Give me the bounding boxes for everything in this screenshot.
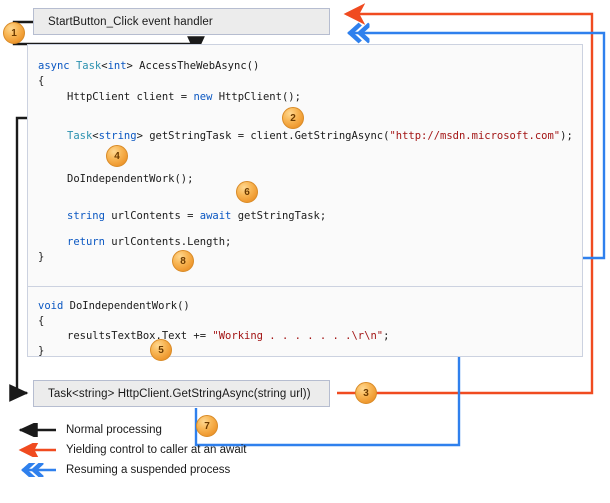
- step-marker-7: 7: [196, 415, 218, 437]
- access-the-web-async-line-l8: }: [38, 251, 45, 263]
- start-button-click-handler-label: StartButton_Click event handler: [48, 15, 213, 28]
- access-the-web-async-line-l7: return urlContents.Length;: [67, 236, 232, 248]
- legend-item-normal: Normal processing: [8, 422, 162, 438]
- access-the-web-async-line-l5: DoIndependentWork();: [67, 173, 194, 185]
- wire-3-yield-to-caller: [337, 3, 594, 395]
- legend-label-normal: Normal processing: [66, 424, 162, 436]
- step-marker-4: 4: [106, 145, 128, 167]
- legend-item-resume: Resuming a suspended process: [8, 462, 230, 478]
- legend-arrow-black-icon: [18, 423, 56, 437]
- access-the-web-async-line-l6: string urlContents = await getStringTask…: [67, 210, 327, 222]
- access-the-web-async-line-l2: {: [38, 75, 45, 87]
- get-string-async-label: Task<string> HttpClient.GetStringAsync(s…: [48, 387, 311, 400]
- access-the-web-async-line-l1: async Task<int> AccessTheWebAsync(): [38, 60, 260, 72]
- legend-label-resume: Resuming a suspended process: [66, 464, 231, 476]
- do-independent-work-line-m4: }: [38, 345, 45, 357]
- step-marker-5: 5: [150, 339, 172, 361]
- legend-arrow-orange-icon: [18, 443, 56, 457]
- step-marker-2: 2: [282, 107, 304, 129]
- do-independent-work-line-m1: void DoIndependentWork(): [38, 300, 190, 312]
- legend-label-yield: Yielding control to caller at an await: [66, 444, 247, 456]
- get-string-async-box[interactable]: Task<string> HttpClient.GetStringAsync(s…: [33, 380, 330, 407]
- step-marker-3: 3: [355, 382, 377, 404]
- do-independent-work-line-m3: resultsTextBox.Text += "Working . . . . …: [67, 330, 390, 342]
- legend-arrow-blue-icon: [8, 463, 56, 477]
- step-marker-8: 8: [172, 250, 194, 272]
- do-independent-work-code-panel: [27, 286, 583, 357]
- legend-item-yield: Yielding control to caller at an await: [8, 442, 246, 458]
- access-the-web-async-line-l3: HttpClient client = new HttpClient();: [67, 91, 301, 103]
- access-the-web-async-line-l4: Task<string> getStringTask = client.GetS…: [67, 130, 573, 142]
- step-marker-1: 1: [3, 22, 25, 44]
- step-marker-6: 6: [236, 181, 258, 203]
- start-button-click-handler-box[interactable]: StartButton_Click event handler: [33, 8, 330, 35]
- do-independent-work-line-m2: {: [38, 315, 45, 327]
